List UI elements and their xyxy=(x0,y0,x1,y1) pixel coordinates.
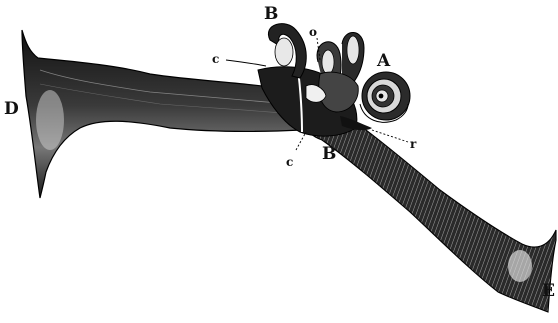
leader-c-top xyxy=(226,60,266,66)
eustachian-tube xyxy=(308,114,556,312)
label-d: D xyxy=(4,99,19,119)
label-b-bottom: B xyxy=(322,144,336,164)
cochlea xyxy=(360,72,410,122)
label-a: A xyxy=(376,51,391,71)
label-c-bottom: c xyxy=(286,155,293,169)
leader-c-bottom xyxy=(296,132,306,150)
label-o: o xyxy=(309,25,317,39)
label-r: r xyxy=(410,137,417,151)
label-e: E xyxy=(542,281,555,301)
label-b-top: B xyxy=(264,4,278,24)
label-c-top: c xyxy=(212,52,219,66)
auditory-canal xyxy=(22,30,302,198)
